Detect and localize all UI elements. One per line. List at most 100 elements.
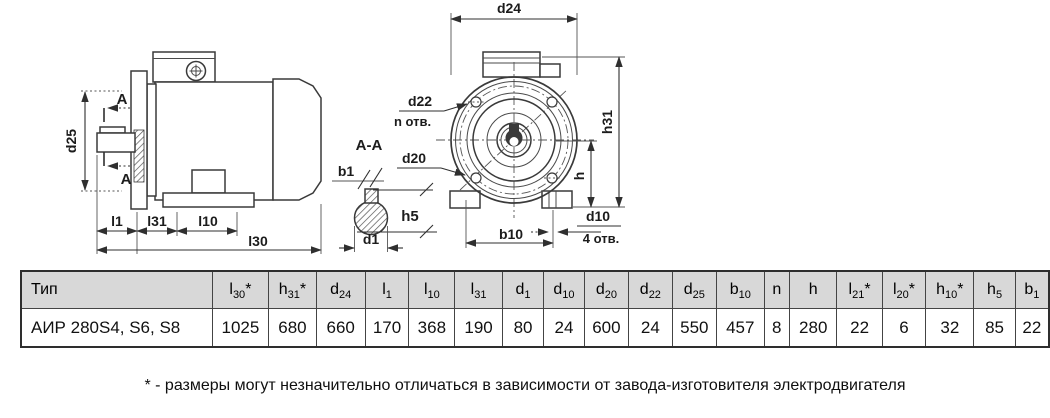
terminal-box-front: [482, 51, 541, 78]
cell-b1: 22: [1014, 308, 1050, 348]
dim-b1: b1: [332, 163, 384, 190]
dim-label-d20: d20: [402, 150, 426, 166]
cell-d24: 660: [315, 308, 366, 348]
col-header-l20: l20*: [881, 270, 927, 309]
dim-label-h31: h31: [599, 110, 615, 134]
dim-label-d25: d25: [63, 129, 79, 153]
bolt-circle: [459, 85, 569, 195]
dim-label-l1: l1: [111, 213, 123, 229]
cell-h5: 85: [973, 308, 1016, 348]
col-header-d22: d22: [628, 270, 673, 309]
col-header-d20: d20: [583, 270, 630, 309]
dim-label-h: h: [571, 172, 587, 181]
cell-b10: 457: [716, 308, 765, 348]
section-letter-bottom: А: [121, 171, 132, 188]
flange-hub: [146, 83, 157, 197]
motor-front-view: d24 h31 h b10 d10 4 отв.: [394, 0, 625, 248]
cell-l1: 170: [364, 308, 410, 348]
col-header-h31: h31*: [268, 270, 317, 309]
technical-drawing: d25 А А l1 l31 l10 l30: [63, 0, 625, 254]
shaft-center-hole: [509, 137, 519, 146]
fan-cover: [272, 78, 322, 201]
keyway-section: [364, 188, 379, 204]
col-header-h: h: [788, 270, 838, 309]
cell-d20: 600: [583, 308, 630, 348]
dim-label-b1: b1: [338, 163, 355, 179]
cell-d10: 24: [543, 308, 585, 348]
cell-d22: 24: [628, 308, 673, 348]
body-circle: [472, 98, 556, 182]
cell-d25: 550: [671, 308, 718, 348]
cell-l30: 1025: [211, 308, 270, 348]
dim-label-h5: h5: [401, 208, 419, 225]
shaft-section-view: А-А b1 h5 d1: [332, 137, 437, 252]
col-header-tip: Тип: [20, 270, 213, 309]
shaft: [96, 132, 136, 153]
flange-rim-circle: [455, 81, 573, 199]
col-header-l30: l30*: [211, 270, 270, 309]
cell-h31: 680: [268, 308, 317, 348]
cell-l20: 6: [881, 308, 927, 348]
dim-label-d24: d24: [497, 0, 521, 16]
section-letter-top: А: [117, 91, 128, 108]
cell-l21: 22: [836, 308, 883, 348]
hub-circle: [496, 122, 532, 158]
col-header-d10: d10: [543, 270, 585, 309]
dim-d20: d20: [397, 150, 466, 176]
cell-n: 8: [763, 308, 791, 348]
dim-d24: d24: [450, 0, 578, 75]
dim-label-l10: l10: [198, 213, 218, 229]
cell-h10: 32: [925, 308, 975, 348]
dim-label-l30: l30: [248, 233, 268, 249]
col-header-b1: b1: [1014, 270, 1050, 309]
section-title: А-А: [356, 137, 383, 154]
shaft-section-circle: [353, 200, 389, 236]
col-header-b10: b10: [716, 270, 765, 309]
dim-label-b10: b10: [499, 226, 523, 242]
dim-label-d10: d10: [586, 208, 610, 224]
dim-d10: d10 4 отв.: [531, 208, 621, 246]
spigot-circle: [466, 92, 562, 188]
dim-label-l31: l31: [147, 213, 167, 229]
cell-d1: 80: [501, 308, 545, 348]
col-header-n: n: [763, 270, 791, 309]
dim-lengths: l1 l31 l10 l30: [96, 155, 322, 254]
terminal-box-side-tab: [539, 63, 561, 78]
dim-h: h: [556, 140, 597, 208]
col-header-d24: d24: [315, 270, 366, 309]
dim-d22: d22 n отв.: [394, 93, 468, 129]
cell-l10: 368: [408, 308, 456, 348]
col-header-l10: l10: [408, 270, 456, 309]
foot-block: [191, 169, 226, 194]
cell-l31: 190: [454, 308, 503, 348]
col-header-d1: d1: [501, 270, 545, 309]
dim-d25: d25: [63, 90, 122, 192]
dim-d1: d1: [339, 226, 403, 252]
shaft-key-front: [509, 124, 519, 132]
dim-h5: h5: [357, 182, 437, 239]
footnote: * - размеры могут незначительно отличать…: [144, 377, 906, 394]
dim-h31: h31: [542, 56, 625, 208]
motor-side-view: d25 А А l1 l31 l10 l30: [63, 51, 322, 254]
shaft-key: [99, 126, 126, 134]
col-header-h5: h5: [973, 270, 1016, 309]
dim-label-4-holes: 4 отв.: [583, 231, 619, 246]
col-header-d25: d25: [671, 270, 718, 309]
col-header-l21: l21*: [836, 270, 883, 309]
flange-bolt-holes: [468, 96, 560, 184]
dim-label-d22: d22: [408, 93, 432, 109]
feet-plate: [162, 192, 255, 208]
section-cut-markers: А А: [103, 91, 132, 188]
col-header-h10: h10*: [925, 270, 975, 309]
cell-tip: АИР 280S4, S6, S8: [20, 308, 213, 348]
dim-b10: b10: [465, 200, 554, 248]
bearing-shield-circle: [486, 112, 542, 168]
terminal-box: [152, 51, 216, 83]
col-header-l31: l31: [454, 270, 503, 309]
col-header-l1: l1: [364, 270, 410, 309]
cell-h: 280: [788, 308, 838, 348]
